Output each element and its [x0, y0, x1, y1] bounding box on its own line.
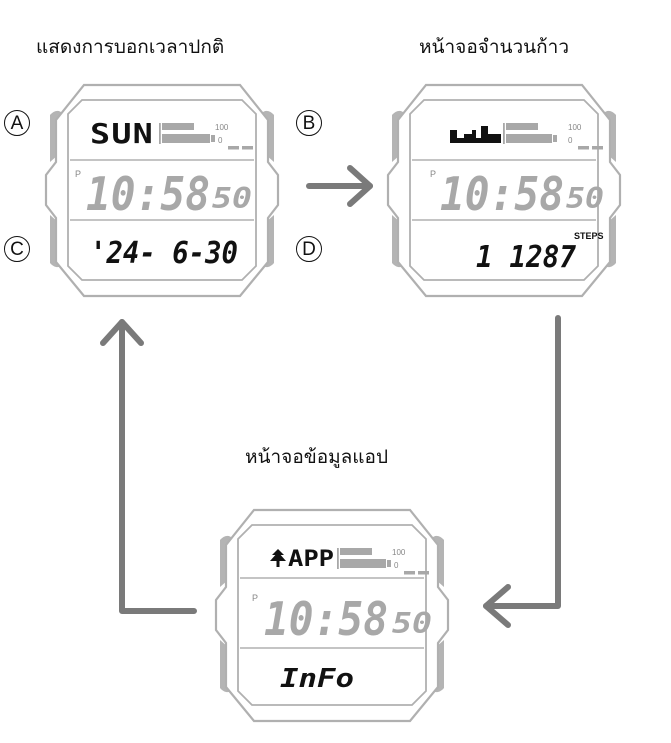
gauge-max-label: 100 [568, 123, 582, 132]
gauge-max-label: 100 [215, 123, 229, 132]
app-label: APP [288, 547, 334, 572]
button-a-label: A [4, 110, 30, 136]
pm-indicator: P [252, 593, 258, 603]
gauge-min-label: 0 [394, 561, 399, 570]
lcd-screen [409, 99, 599, 281]
arrow-right-icon [306, 165, 373, 207]
day-of-week: SUN [90, 117, 154, 150]
button-c-label: C [4, 236, 30, 262]
battery-gauge [337, 548, 391, 569]
date-display: '24- 6-30 [90, 236, 238, 271]
seconds-display: 50 [566, 182, 604, 215]
gauge-min-label: 0 [218, 136, 223, 145]
seconds-display: 50 [392, 607, 432, 640]
button-d-label: D [296, 236, 322, 262]
battery-gauge [159, 123, 215, 144]
time-display: 10:58 [86, 167, 210, 221]
time-display: 10:58 [264, 592, 388, 646]
watch-normal-time: SUN 100 0 P 10:58 50 '24- 6-30 [30, 80, 294, 304]
title-normal-time: แสดงการบอกเวลาปกติ [36, 36, 225, 58]
seconds-display: 50 [212, 182, 252, 215]
pm-indicator: P [430, 169, 436, 179]
battery-gauge [503, 123, 557, 144]
gauge-max-label: 100 [392, 548, 406, 557]
steps-label: STEPS [574, 231, 604, 241]
pm-indicator: P [75, 169, 81, 179]
watch-step-count: 100 0 P 10:58 50 STEPS 1 1287 [372, 80, 636, 304]
step-count-display: 1 1287 [476, 240, 576, 275]
app-tree-icon [270, 549, 286, 567]
step-graph-icon [450, 126, 501, 143]
lcd-screen [67, 99, 257, 281]
info-display: InFo [280, 664, 354, 694]
lcd-screen [237, 524, 427, 706]
time-display: 10:58 [440, 167, 564, 221]
title-app-info: หน้าจอข้อมูลแอป [245, 446, 389, 468]
arrow-left-up-icon [100, 319, 197, 614]
arrow-down-left-icon [483, 315, 561, 628]
gauge-min-label: 0 [568, 136, 573, 145]
watch-app-info: APP 100 0 P 10:58 50 InFo [200, 505, 464, 729]
button-b-label: B [296, 110, 322, 136]
title-step-count: หน้าจอจำนวนก้าว [419, 36, 570, 58]
